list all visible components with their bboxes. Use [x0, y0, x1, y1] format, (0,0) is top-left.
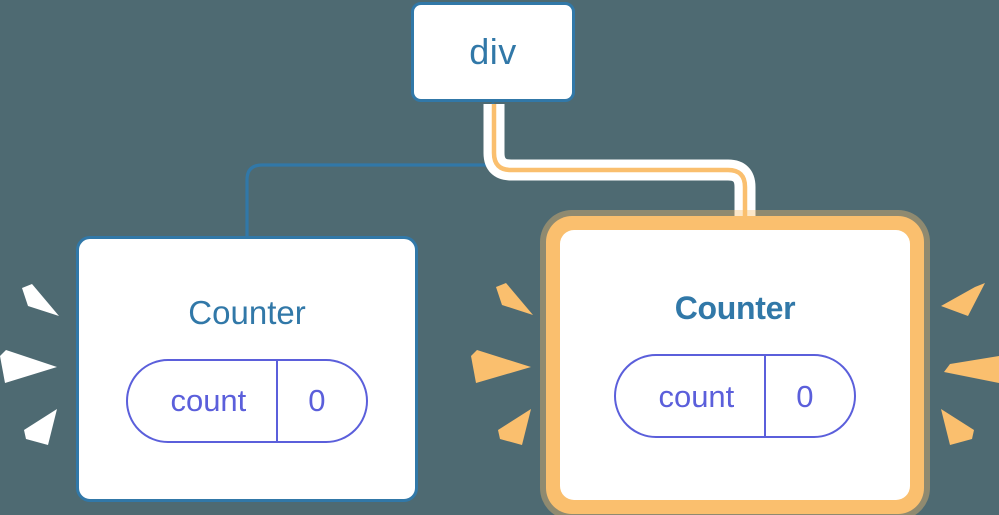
spark-lower-icon [24, 409, 57, 445]
spark-group-right [941, 283, 999, 445]
spark-upper-icon [496, 283, 533, 315]
spark-middle-icon [471, 350, 531, 383]
node-counter-left[interactable]: Counter count 0 [76, 236, 418, 502]
spark-group-middle [471, 283, 533, 445]
counter-right-prop-pill: count 0 [614, 354, 856, 438]
spark-upper-icon [941, 283, 985, 316]
counter-right-content: Counter count 0 [560, 230, 910, 500]
counter-right-prop-value: 0 [796, 378, 814, 414]
spark-middle-icon [0, 350, 57, 383]
counter-right-pill-divider [764, 356, 767, 436]
counter-left-pill-divider [276, 360, 279, 441]
edge-div-to-counter-right [491, 104, 748, 232]
spark-middle-icon [944, 356, 999, 383]
counter-left-prop-name: count [170, 383, 247, 418]
counter-left-prop-pill: count 0 [126, 358, 368, 443]
counter-left-title: Counter [188, 293, 306, 331]
node-counter-right[interactable]: Counter count 0 [560, 230, 910, 500]
node-div[interactable]: div [411, 2, 575, 102]
counter-right-prop-name: count [658, 378, 735, 414]
spark-upper-icon [22, 284, 59, 316]
counter-left-prop-value: 0 [308, 383, 326, 418]
spark-lower-icon [941, 409, 974, 445]
node-div-label: div [469, 31, 517, 72]
counter-right-title: Counter [674, 290, 796, 326]
node-counter-right-highlight-ring: Counter count 0 [546, 216, 924, 514]
spark-lower-icon [498, 409, 531, 445]
edge-div-to-counter-left [245, 102, 495, 238]
spark-group-left [0, 284, 59, 445]
